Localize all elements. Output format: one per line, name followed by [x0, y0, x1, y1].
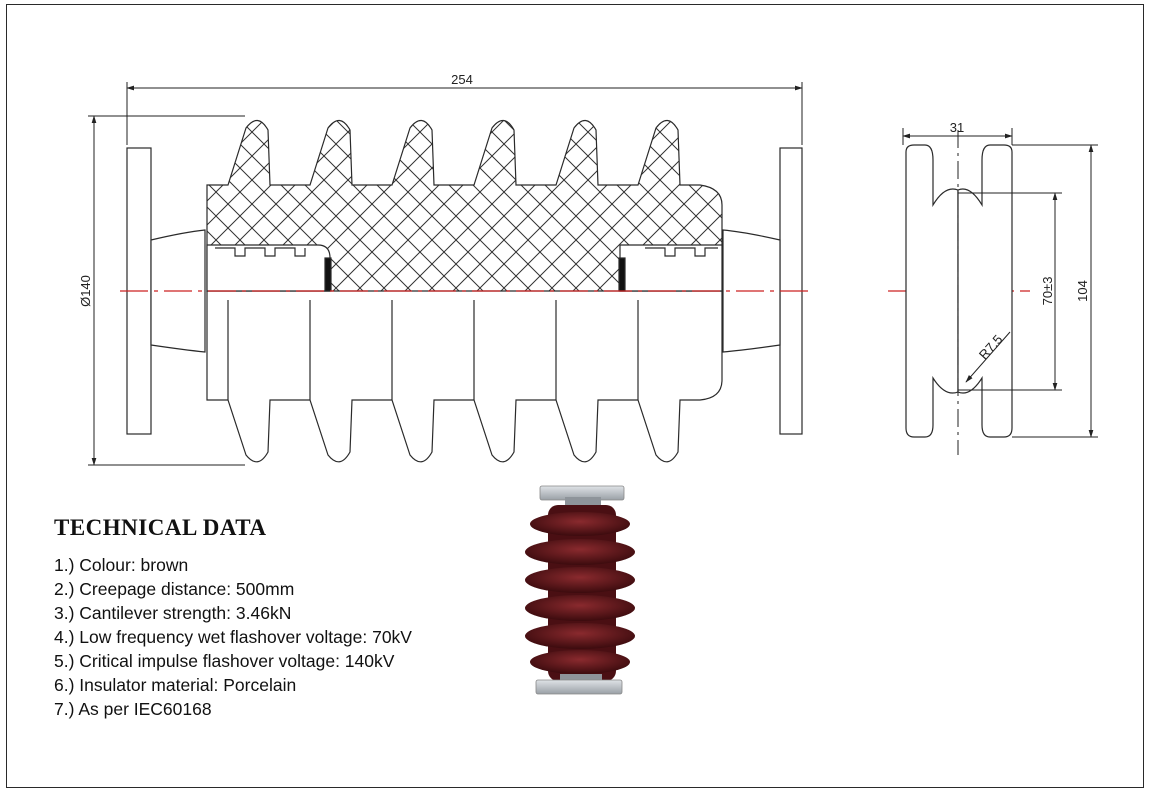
technical-data-panel: TECHNICAL DATA 1.) Colour: brown 2.) Cre…	[54, 515, 514, 721]
diameter-label: Ø140	[78, 275, 93, 307]
shed-3	[525, 567, 635, 593]
bolt-spacing-dimension	[958, 192, 1062, 391]
width-dimension	[902, 128, 1013, 145]
spec-item: 6.) Insulator material: Porcelain	[54, 675, 297, 695]
section-hatch	[206, 119, 723, 292]
height-label: 104	[1075, 280, 1090, 302]
left-insert	[206, 244, 331, 292]
spec-item: 1.) Colour: brown	[54, 555, 189, 575]
spec-item: 5.) Critical impulse flashover voltage: …	[54, 651, 395, 671]
end-view	[905, 144, 1013, 438]
bottom-stud	[560, 674, 602, 684]
length-label: 254	[451, 72, 473, 87]
length-dimension	[126, 82, 803, 145]
spec-item: 2.) Creepage distance: 500mm	[54, 579, 295, 599]
shed-4	[525, 595, 635, 621]
spec-item: 7.) As per IEC60168	[54, 699, 212, 719]
drawing-frame	[6, 4, 1144, 788]
height-dimension	[1012, 144, 1098, 438]
shed-5	[525, 623, 635, 649]
end-right-profile	[957, 144, 1013, 438]
right-insert-seal	[618, 257, 626, 292]
spec-item: 3.) Cantilever strength: 3.46kN	[54, 603, 292, 623]
shed-6	[530, 650, 630, 674]
shed-1	[530, 512, 630, 536]
left-insert-teeth	[215, 247, 306, 257]
right-insert	[619, 244, 723, 292]
spec-item: 4.) Low frequency wet flashover voltage:…	[54, 627, 412, 647]
side-view	[126, 119, 803, 463]
bottom-cap	[535, 679, 623, 695]
technical-data-title: TECHNICAL DATA	[54, 515, 267, 540]
insulator-photo	[525, 485, 635, 695]
bolt-spacing-label: 70±3	[1040, 277, 1055, 306]
diameter-dimension	[88, 115, 245, 466]
lower-sheds	[206, 291, 723, 463]
right-insert-teeth	[645, 247, 718, 257]
shed-2	[525, 539, 635, 565]
width-label: 31	[950, 120, 964, 135]
end-left-profile	[905, 144, 959, 438]
left-insert-seal	[324, 257, 332, 292]
radius-leader	[965, 331, 1011, 383]
